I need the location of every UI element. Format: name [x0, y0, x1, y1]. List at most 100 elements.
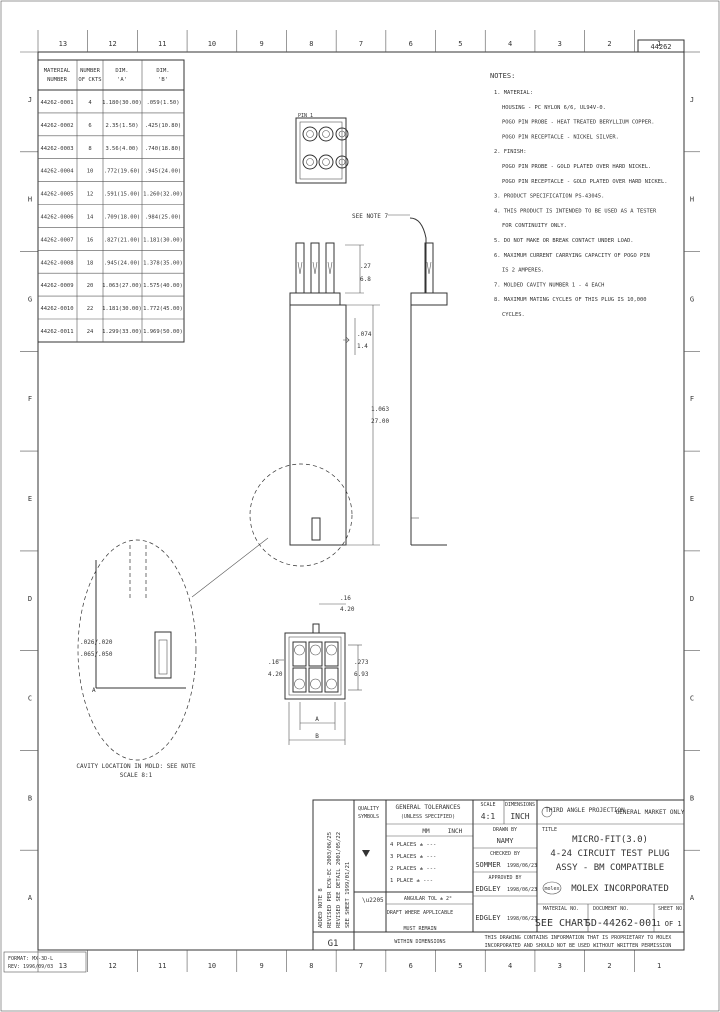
table-cell: 1.180(30.00)	[102, 100, 142, 106]
checked-date: 1998/06/23	[507, 863, 537, 869]
zone-bottom-4: 4	[508, 962, 512, 970]
checked-label: CHECKED BY	[490, 851, 520, 857]
approved-date: 1998/06/23	[507, 887, 537, 893]
notes-title: NOTES:	[490, 72, 515, 80]
note-line: 5. DO NOT MAKE OR BREAK CONTACT UNDER LO…	[494, 238, 634, 244]
table-header-3-b: 'B'	[158, 77, 168, 83]
approved-by: EDGLEY	[475, 885, 501, 893]
table-cell: 2.35(1.50)	[105, 123, 138, 129]
table-cell: 44262-0008	[40, 260, 73, 266]
notes-block: NOTES:1. MATERIAL:HOUSING - PC NYLON 6/6…	[490, 72, 668, 318]
zone-top-1: 1	[657, 40, 661, 48]
zone-top-2: 2	[607, 40, 611, 48]
approved-date-2: 1998/06/23	[507, 916, 537, 922]
table-cell: 44262-0009	[40, 283, 73, 289]
note-line: HOUSING - PC NYLON 6/6, UL94V-0.	[502, 105, 606, 111]
zone-bottom-8: 8	[309, 962, 313, 970]
material-no-label: MATERIAL NO.	[543, 906, 579, 912]
tolerance-place: 1 PLACE ± ---	[390, 878, 433, 884]
tolerance-place: 4 PLACES ± ---	[390, 842, 436, 848]
zone-left-E: E	[28, 495, 32, 503]
table-cell: 14	[87, 215, 94, 221]
table-cell: .984(25.00)	[145, 215, 181, 221]
table-cell: 22	[87, 306, 94, 312]
within-dims: WITHIN DIMENSIONS	[394, 939, 445, 945]
title-line-3: ASSY - BM COMPATIBLE	[556, 863, 664, 873]
table-header-1-a: NUMBER	[80, 68, 101, 74]
material-no: SEE CHART	[535, 918, 589, 929]
dim-14: 1.4	[357, 343, 368, 350]
molex-logo-text: molex	[544, 886, 559, 892]
zone-bottom-13: 13	[59, 962, 67, 970]
zone-top-3: 3	[558, 40, 562, 48]
sheet-label: SHEET NO.	[658, 906, 685, 912]
zone-left-F: F	[28, 395, 32, 403]
detail-view: .026/.020 .065/.050 A CAVITY LOCATION IN…	[76, 539, 197, 779]
table-cell: 44262-0010	[40, 306, 73, 312]
proprietary-1: THIS DRAWING CONTAINS INFORMATION THAT I…	[485, 935, 672, 941]
units-mm: MM	[422, 828, 430, 835]
table-cell: 18	[87, 260, 94, 266]
table-header-0-a: MATERIAL	[44, 68, 71, 74]
table-cell: 3.56(4.00)	[105, 146, 138, 152]
zone-top-11: 11	[158, 40, 166, 48]
zone-left-H: H	[28, 196, 32, 204]
table-cell: 10	[87, 169, 94, 175]
front-view: .27 6.8 1.063 27.00 .074 1.4	[191, 242, 389, 598]
quality-label-1: QUALITY	[358, 806, 379, 812]
end-view-top: PIN 1	[295, 113, 349, 184]
format-line-2: REV: 1996/09/03	[8, 964, 53, 970]
table-cell: 20	[87, 283, 94, 289]
zone-top-6: 6	[409, 40, 413, 48]
zone-right-B: B	[690, 794, 694, 802]
table-cell: 6	[88, 123, 91, 129]
table-cell: .059(1.50)	[146, 100, 179, 106]
tolerances-sub: (UNLESS SPECIFIED)	[401, 814, 455, 820]
dim-1063-a: 1.063	[371, 406, 389, 413]
drawn-by-label: DRAWN BY	[493, 827, 517, 833]
note-line: FOR CONTINUITY ONLY.	[502, 223, 567, 229]
quality-label-2: SYMBOLS	[358, 814, 379, 820]
table-cell: 8	[88, 146, 91, 152]
dim-1063-b: 27.00	[371, 418, 389, 425]
zone-bottom-12: 12	[108, 962, 116, 970]
detail-dim-a: .026/.020	[80, 639, 113, 646]
table-cell: .425(10.80)	[145, 123, 181, 129]
zone-left-B: B	[28, 794, 32, 802]
end-dim-side-b: 4.20	[268, 671, 283, 678]
material-table-frame	[37, 59, 185, 343]
table-header-1-b: OF CKTS	[78, 77, 101, 83]
note-line: POGO PIN PROBE - HEAT TREATED BERYLLIUM …	[502, 120, 655, 126]
zone-bottom-5: 5	[458, 962, 462, 970]
rev-history-entry: ADDED NOTE 8	[318, 888, 324, 928]
zone-top-4: 4	[508, 40, 512, 48]
note-line: POGO PIN RECEPTACLE - GOLD PLATED OVER H…	[502, 179, 668, 185]
table-cell: 44262-0004	[40, 169, 74, 175]
see-note-label: SEE NOTE 7	[352, 213, 389, 220]
table-header-2-a: DIM.	[115, 68, 128, 74]
zone-left-J: J	[28, 96, 32, 104]
table-cell: 44262-0003	[40, 146, 73, 152]
table-cell: 44262-0005	[40, 192, 73, 198]
side-view: SEE NOTE 7	[352, 213, 448, 546]
table-cell: 1.969(50.00)	[143, 329, 183, 335]
table-cell: .945(24.00)	[145, 169, 181, 175]
tolerances-title: GENERAL TOLERANCES	[395, 804, 460, 811]
end-dim-top-b: 4.20	[340, 606, 355, 613]
zone-right-A: A	[690, 894, 695, 902]
checked-by: SOMMER	[475, 861, 501, 869]
scale-value: 4:1	[481, 812, 496, 821]
table-cell: 1.063(27.00)	[102, 283, 142, 289]
table-cell: 1.181(30.00)	[143, 237, 183, 243]
end-view-bottom: .16 4.20 .16 4.20 .273 6.93 A B	[268, 595, 369, 745]
end-dim-right-a: .273	[354, 659, 369, 666]
projection-symbol	[541, 806, 553, 818]
angular-tol: ANGULAR TOL ± 2°	[404, 896, 452, 902]
table-cell: .772(19.60)	[104, 169, 140, 175]
detail-caption-2: SCALE 8:1	[120, 772, 153, 779]
